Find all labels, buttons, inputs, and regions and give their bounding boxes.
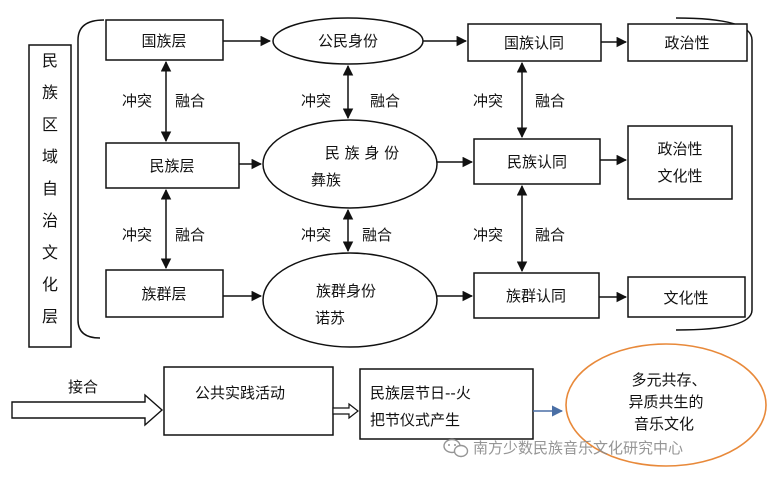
political-cultural-line2: 文化性 (657, 167, 702, 185)
conflict-label: 冲突 (122, 92, 152, 110)
national-recognition-label: 国族认同 (504, 34, 564, 52)
cultural-label: 文化性 (663, 289, 708, 307)
group-level-box: 族群层 (105, 269, 224, 318)
side-label-char: 化 (42, 275, 58, 294)
ethnic-identity-line2: 彝族 (311, 171, 341, 189)
side-label-char: 层 (42, 307, 58, 326)
conflict-label: 冲突 (301, 92, 331, 110)
political-label: 政治性 (664, 34, 709, 52)
ethnic-recognition-box: 民族认同 (473, 138, 601, 185)
political-cultural-line1: 政治性 (657, 140, 702, 158)
fusion-label: 融合 (362, 226, 392, 244)
fusion-label: 融合 (175, 92, 205, 110)
practice-box: 公共实践活动 (163, 366, 334, 436)
connect-hollow-arrow (11, 393, 164, 427)
ethnic-identity-line1: 民 族 身 份 (325, 144, 399, 162)
festival-line2: 把节仪式产生 (370, 411, 460, 429)
national-level-box: 国族层 (105, 19, 224, 61)
conflict-label: 冲突 (473, 226, 503, 244)
fusion-label: 融合 (535, 92, 565, 110)
practice-label: 公共实践活动 (195, 384, 285, 402)
result-line2: 异质共生的 (628, 393, 703, 411)
group-level-label: 族群层 (141, 285, 186, 303)
festival-line1: 民族层节日--火 (370, 384, 471, 402)
right-brace (675, 17, 753, 331)
group-recognition-box: 族群认同 (473, 272, 600, 319)
citizen-identity-ellipse: 公民身份 (272, 17, 424, 65)
side-label-char: 区 (42, 115, 58, 134)
citizen-identity-label: 公民身份 (318, 32, 378, 50)
ethnic-level-box: 民族层 (105, 142, 240, 189)
left-brace (77, 19, 105, 339)
national-level-label: 国族层 (141, 32, 186, 50)
conflict-label: 冲突 (122, 226, 152, 244)
ethnic-level-label: 民族层 (149, 157, 194, 175)
practice-to-festival-arrow (332, 402, 359, 420)
fusion-label: 融合 (370, 92, 400, 110)
fusion-label: 融合 (535, 226, 565, 244)
result-line1: 多元共存、 (631, 371, 706, 389)
watermark: 南方少数民族音乐文化研究中心 (443, 438, 683, 458)
group-identity-ellipse: 族群身份 诺苏 (262, 252, 438, 348)
wechat-icon (443, 438, 469, 458)
connect-label: 接合 (68, 378, 98, 396)
conflict-label: 冲突 (473, 92, 503, 110)
side-label-char: 民 (42, 51, 58, 70)
cultural-box: 文化性 (627, 276, 746, 318)
result-line3: 音乐文化 (634, 415, 694, 433)
side-label-char: 文 (42, 243, 58, 262)
fusion-label: 融合 (175, 226, 205, 244)
ethnic-recognition-label: 民族认同 (507, 153, 567, 171)
result-ellipse: 多元共存、 异质共生的 音乐文化 (565, 343, 767, 467)
side-label-char: 治 (42, 211, 58, 230)
side-label-box: 民 族 区 域 自 治 文 化 层 (28, 44, 72, 348)
group-identity-line1: 族群身份 (316, 282, 376, 300)
ethnic-identity-ellipse: 民 族 身 份 彝族 (262, 119, 438, 209)
festival-box: 民族层节日--火 把节仪式产生 (359, 368, 534, 440)
watermark-text: 南方少数民族音乐文化研究中心 (473, 439, 683, 457)
group-identity-line2: 诺苏 (315, 309, 345, 327)
conflict-label: 冲突 (301, 226, 331, 244)
side-label-char: 族 (42, 83, 58, 102)
side-label-char: 自 (42, 179, 58, 198)
political-cultural-box: 政治性 文化性 (627, 125, 733, 200)
group-recognition-label: 族群认同 (506, 287, 566, 305)
side-label-char: 域 (42, 147, 58, 166)
political-box: 政治性 (627, 23, 748, 62)
national-recognition-box: 国族认同 (467, 23, 602, 62)
